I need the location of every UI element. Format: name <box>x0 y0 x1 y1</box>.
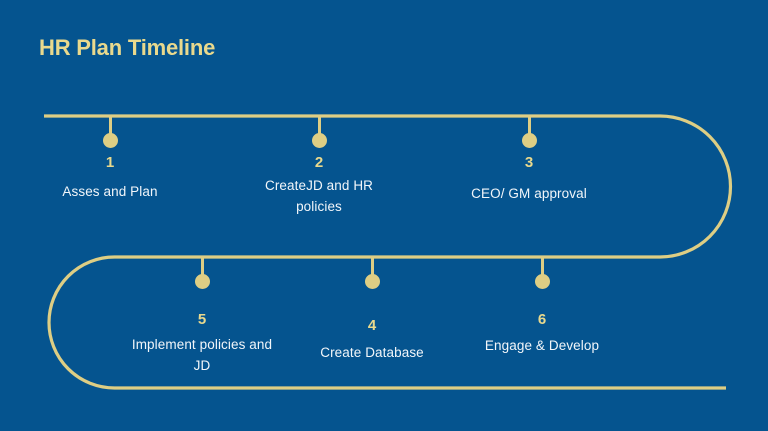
step-label: Implement policies and JD <box>131 337 273 373</box>
step-stem-icon <box>200 257 204 281</box>
step-dot-icon <box>521 133 537 148</box>
step-dot-icon <box>534 274 550 289</box>
step-label: CEO/ GM approval <box>471 186 587 201</box>
step-stem-icon <box>527 116 531 140</box>
step-label: Asses and Plan <box>62 184 158 199</box>
step-dot-icon <box>364 274 380 289</box>
step-dot-icon <box>194 274 210 289</box>
page-title: HR Plan Timeline <box>39 35 216 60</box>
step-number: 1 <box>105 154 115 171</box>
step-number: 4 <box>367 317 377 334</box>
step-label: Engage & Develop <box>484 338 600 353</box>
step-stem-icon <box>370 257 374 281</box>
step-stem-icon <box>540 257 544 281</box>
step-number: 6 <box>537 311 547 328</box>
step-stem-icon <box>108 116 112 140</box>
step-number: 2 <box>314 154 324 171</box>
step-number: 5 <box>197 311 207 328</box>
step-stem-icon <box>317 116 321 140</box>
step-number: 3 <box>524 154 534 171</box>
step-label: CreateJD and HR policies <box>264 178 374 214</box>
step-dot-icon <box>102 133 118 148</box>
step-dot-icon <box>311 133 327 148</box>
step-label: Create Database <box>320 345 424 360</box>
